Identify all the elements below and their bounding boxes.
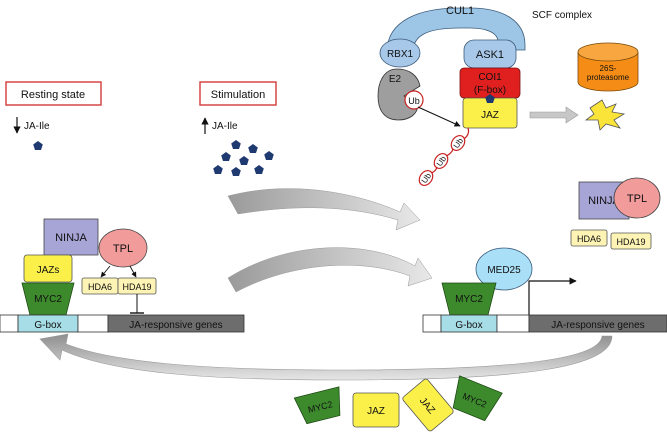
hda19-label-resting: HDA19 bbox=[122, 282, 151, 292]
hda19-label-free: HDA19 bbox=[616, 237, 645, 247]
active-complex: MED25 MYC2 bbox=[441, 247, 577, 316]
ja-ile-high-indicator: JA-Ile bbox=[201, 117, 274, 176]
ubiquitin-transfer-arrow bbox=[417, 106, 461, 127]
lower-curved-arrow bbox=[227, 247, 433, 293]
degradation-arrow bbox=[529, 106, 579, 124]
transcription-start-arrow bbox=[528, 277, 577, 315]
gbox-label-right: G-box bbox=[455, 320, 482, 331]
jaz-product-2: JAZ bbox=[402, 378, 454, 432]
rbx1-label: RBX1 bbox=[387, 49, 414, 60]
activation-arrows bbox=[227, 188, 433, 293]
e2-label: E2 bbox=[389, 74, 402, 85]
ja-genes-label-right: JA-responsive genes bbox=[551, 320, 644, 331]
resting-state-text: Resting state bbox=[21, 89, 85, 101]
rbx1-protein bbox=[379, 38, 421, 68]
ninja-protein bbox=[43, 218, 99, 256]
cul1-protein bbox=[386, 7, 526, 53]
ja-ile-molecules-icon bbox=[213, 140, 274, 176]
feedback-curved-arrow bbox=[39, 333, 613, 381]
ja-ile-low-indicator: JA-Ile bbox=[13, 117, 50, 150]
ninja-label-free: NINJA bbox=[588, 195, 620, 207]
tpl-label: TPL bbox=[113, 243, 133, 255]
myc2-product-2: MYC2 bbox=[452, 375, 503, 422]
myc2-label-resting: MYC2 bbox=[34, 294, 62, 305]
ja-ile-up-text: JA-Ile bbox=[212, 121, 238, 132]
tpl-label-free: TPL bbox=[627, 193, 647, 205]
coi1-label-line1: COI1 bbox=[478, 72, 502, 83]
resting-state-label: Resting state bbox=[5, 81, 102, 106]
ja-genes-left bbox=[107, 314, 245, 333]
proteasome: 26S- proteasome bbox=[577, 42, 639, 131]
ja-ile-molecule-icon bbox=[33, 141, 43, 150]
released-corepressors: NINJA TPL HDA6 HDA19 bbox=[570, 177, 661, 250]
proteasome-label-line2: proteasome bbox=[587, 73, 630, 82]
tpl-protein bbox=[98, 228, 148, 268]
jazs-label: JAZs bbox=[37, 265, 60, 276]
gbox-label-left: G-box bbox=[34, 320, 61, 331]
proteasome-label-line1: 26S- bbox=[600, 64, 617, 73]
jazs-protein bbox=[23, 254, 73, 283]
dna-right: G-box JA-responsive genes bbox=[422, 314, 667, 333]
stimulation-label: Stimulation bbox=[199, 81, 277, 106]
upper-curved-arrow bbox=[227, 188, 421, 231]
cul1-label: CUL1 bbox=[446, 5, 474, 17]
med25-label: MED25 bbox=[487, 265, 521, 276]
hda6-label-resting: HDA6 bbox=[88, 282, 112, 292]
hda6-label-free: HDA6 bbox=[577, 234, 601, 244]
ub-on-e2: Ub bbox=[404, 90, 424, 110]
hda19-protein-free bbox=[610, 232, 652, 250]
jaz-label: JAZ bbox=[481, 110, 499, 121]
ask1-label: ASK1 bbox=[476, 49, 504, 61]
newly-synthesized-proteins: MYC2 JAZ JAZ MYC2 bbox=[293, 375, 503, 432]
myc2-product-1: MYC2 bbox=[293, 386, 341, 425]
tpl-protein-free bbox=[613, 177, 661, 219]
peptide-fragments-icon bbox=[584, 99, 626, 131]
hda6-protein-free bbox=[570, 229, 608, 247]
polyubiquitin-chain bbox=[418, 127, 470, 187]
dna-left: G-box JA-responsive genes bbox=[0, 314, 245, 333]
ja-genes-label-left: JA-responsive genes bbox=[129, 320, 222, 331]
ja-genes-right bbox=[528, 314, 667, 333]
myc2-label-active: MYC2 bbox=[455, 294, 483, 305]
stimulation-text: Stimulation bbox=[211, 89, 265, 101]
resting-complex: NINJA TPL JAZs MYC2 HDA6 HDA19 bbox=[21, 218, 157, 316]
ja-ile-down-text: JA-Ile bbox=[24, 121, 50, 132]
ninja-label: NINJA bbox=[55, 232, 87, 244]
svg-text:JAZ: JAZ bbox=[367, 406, 385, 417]
coi1-label-line2: (F-box) bbox=[474, 85, 506, 96]
svg-text:Ub: Ub bbox=[408, 96, 420, 106]
med25-protein bbox=[475, 247, 533, 291]
jaz-product-1: JAZ bbox=[352, 392, 400, 428]
scf-complex: CUL1 SCF complex RBX1 E2 Ub ASK1 COI1 (F… bbox=[377, 5, 592, 187]
scf-complex-label: SCF complex bbox=[532, 10, 592, 21]
